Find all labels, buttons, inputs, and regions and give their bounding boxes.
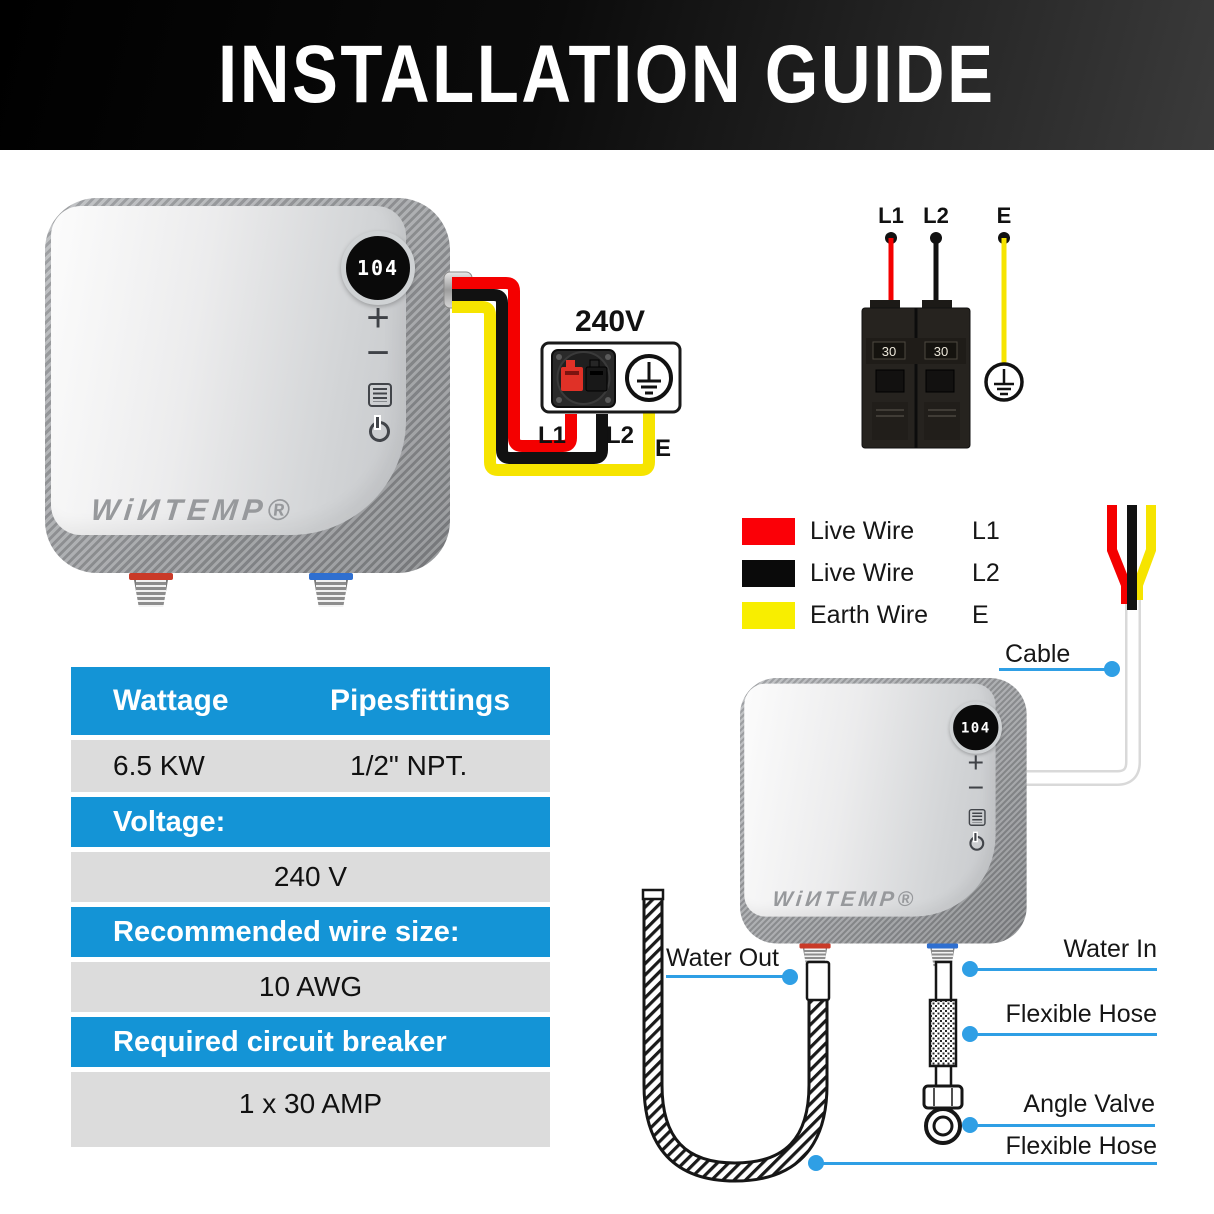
spec-header-row: Wattage Pipesfittings — [71, 667, 550, 735]
temperature-display: 104 — [949, 701, 1002, 754]
breaker-wiring-diagram: L1 L2 E 30 30 — [861, 203, 1024, 449]
minus-button: − — [967, 772, 985, 804]
hose-connector — [805, 960, 831, 1002]
black-wire-swatch — [742, 560, 795, 587]
water-out-line — [666, 975, 786, 978]
outlet-e-label: E — [655, 435, 671, 462]
breaker-e-label: E — [997, 203, 1012, 228]
water-in-line — [977, 968, 1157, 971]
cable-yellow-wire — [1133, 505, 1156, 600]
water-outlet-fitting — [129, 573, 173, 607]
spec-wire-size-label: Recommended wire size: — [71, 907, 550, 957]
legend-code: L1 — [972, 517, 1000, 545]
temperature-value: 104 — [960, 719, 991, 737]
live-wire-black — [452, 289, 608, 464]
corrugated-hose — [645, 898, 826, 1180]
water-out-dot — [782, 969, 798, 985]
spec-header-pipesfittings: Pipesfittings — [330, 684, 511, 717]
legend-row-l1: Live Wire L1 — [742, 518, 1012, 545]
temperature-value: 104 — [356, 256, 400, 280]
plus-button: + — [366, 296, 390, 340]
flexible-hose-top-label: Flexible Hose — [1005, 1000, 1157, 1028]
breaker-amp-left: 30 — [882, 344, 896, 359]
outlet-wiring-diagram: 240V L1 L2 E — [443, 271, 682, 476]
water-in-dot — [962, 961, 978, 977]
breaker-l1-label: L1 — [878, 203, 904, 228]
live-wire-red — [452, 277, 577, 452]
spec-pipesfittings-value: 1/2" NPT. — [350, 750, 468, 781]
spec-wire-size-value: 10 AWG — [71, 962, 550, 1012]
breaker-l2-label: L2 — [923, 203, 949, 228]
menu-icon — [368, 383, 392, 407]
water-out-label: Water Out — [666, 944, 779, 972]
yellow-wire-swatch — [742, 602, 795, 629]
page-title: INSTALLATION GUIDE — [218, 29, 996, 120]
flexible-hose-bottom-line — [822, 1162, 1157, 1165]
cable-red-wire — [1107, 505, 1131, 604]
outlet-l1-label: L1 — [538, 422, 566, 449]
hose-nut — [922, 1084, 964, 1110]
power-icon — [968, 833, 985, 851]
legend-label: Live Wire — [810, 517, 915, 545]
voltage-label: 240V — [575, 305, 645, 338]
cable-sheath — [1025, 600, 1139, 784]
water-heater-installed: 104 + − WiИTEMP® — [740, 678, 1027, 968]
cable-dot — [1104, 661, 1120, 677]
flexible-hose-top-dot — [962, 1026, 978, 1042]
breaker-amp-right: 30 — [934, 344, 948, 359]
flexible-hose-bottom-dot — [808, 1155, 824, 1171]
water-inlet-fitting — [309, 573, 353, 607]
spec-breaker-value: 1 x 30 AMP — [71, 1072, 550, 1147]
flexible-hose-top-line — [977, 1033, 1157, 1036]
spec-voltage-label: Voltage: — [71, 797, 550, 847]
angle-valve-line — [977, 1124, 1155, 1127]
menu-icon — [968, 808, 986, 826]
spec-breaker-label: Required circuit breaker — [71, 1017, 550, 1067]
power-icon — [367, 417, 390, 442]
braided-hose — [928, 998, 958, 1068]
black-terminal-clip — [585, 366, 608, 392]
cable-label: Cable — [1005, 640, 1071, 668]
temperature-display: 104 — [341, 231, 415, 305]
angle-valve-dot — [962, 1117, 978, 1133]
corrugated-hose-outline — [642, 898, 829, 1183]
plus-button: + — [967, 747, 985, 779]
spec-voltage-value: 240 V — [71, 852, 550, 902]
outlet-l2-label: L2 — [606, 422, 634, 449]
spec-wattage-value: 6.5 KW — [113, 750, 205, 781]
spec-table: Wattage Pipesfittings 6.5 KW 1/2" NPT. V… — [71, 667, 550, 1147]
cable-diagram — [1025, 505, 1156, 786]
legend-label: Live Wire — [810, 559, 915, 587]
plumbing-diagram — [641, 888, 964, 1183]
angle-valve-label: Angle Valve — [1023, 1090, 1155, 1118]
flexible-hose-bottom-label: Flexible Hose — [1005, 1132, 1157, 1160]
legend-label: Earth Wire — [810, 601, 929, 629]
red-wire-swatch — [742, 518, 795, 545]
banner: INSTALLATION GUIDE — [0, 0, 1214, 150]
spec-header-wattage: Wattage — [113, 684, 229, 717]
minus-button: − — [366, 331, 390, 375]
earth-wire-yellow — [452, 301, 655, 476]
water-heater-main: 104 + − WiИTEMP® — [45, 198, 450, 607]
legend-row-e: Earth Wire E — [742, 602, 1012, 629]
legend-code: L2 — [972, 559, 1000, 587]
water-in-label: Water In — [1063, 935, 1157, 963]
legend-code: E — [972, 601, 989, 629]
legend-row-l2: Live Wire L2 — [742, 560, 1012, 587]
wire-legend: Live Wire L1 Live Wire L2 Earth Wire E — [742, 518, 1012, 644]
spec-values-row: 6.5 KW 1/2" NPT. — [71, 740, 550, 792]
brand-logo: WiИTEMP® — [89, 494, 297, 527]
red-terminal-clip — [561, 367, 583, 391]
cable-line — [999, 668, 1107, 671]
